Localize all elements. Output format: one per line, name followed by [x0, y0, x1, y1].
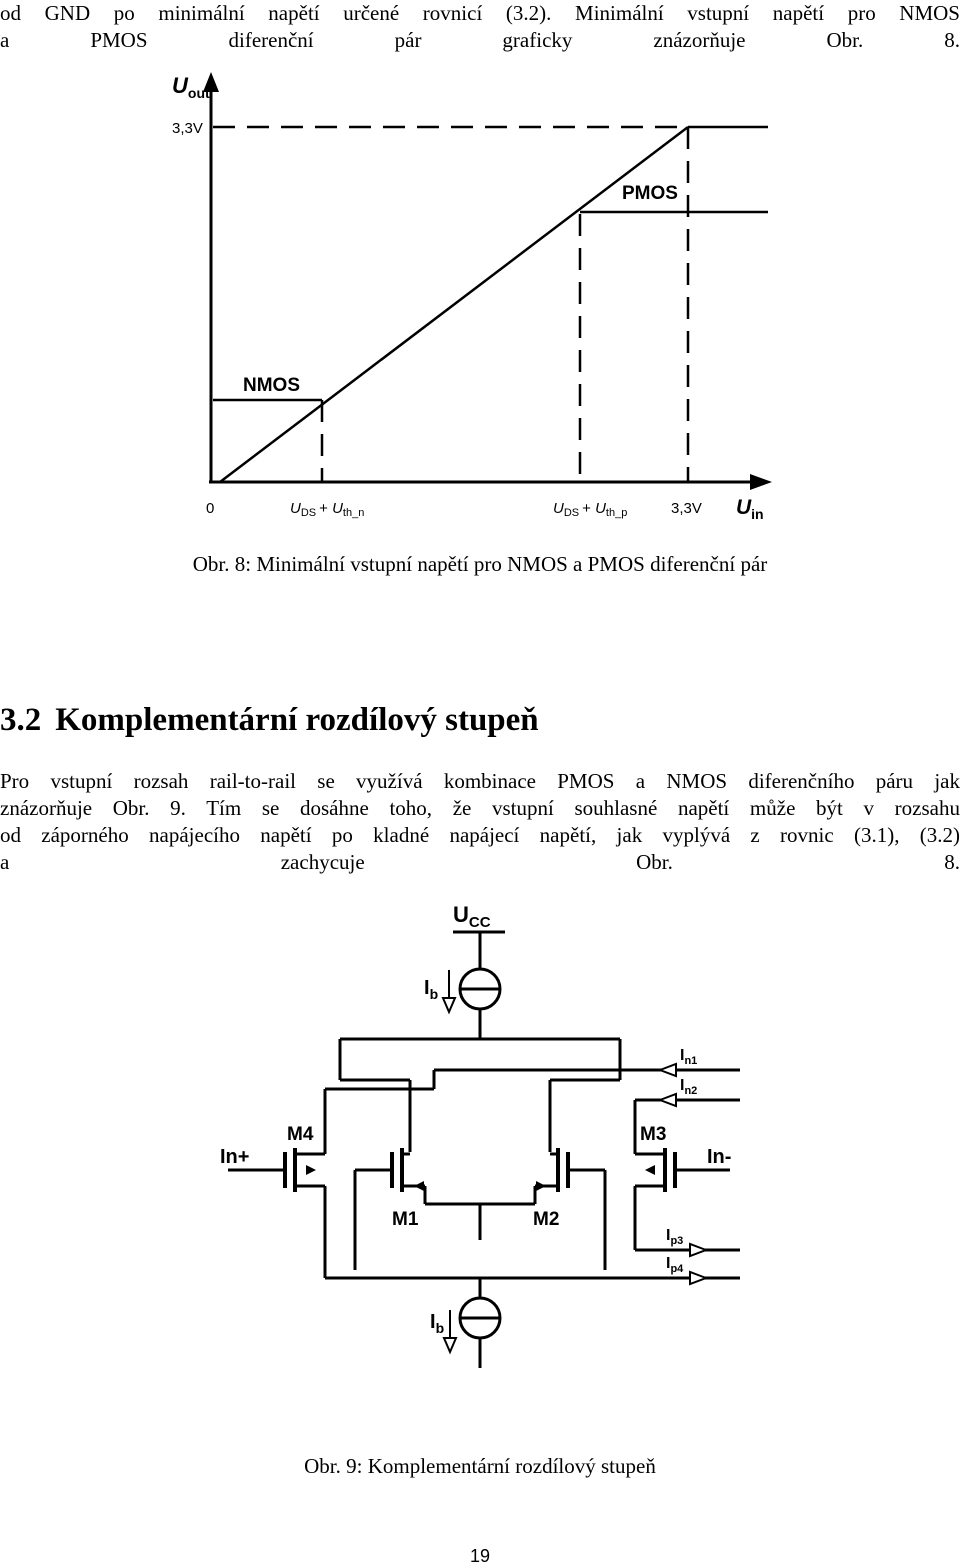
in1-label: In1: [680, 1047, 697, 1067]
intro-paragraph: od GND po minimální napětí určené rovnic…: [0, 0, 960, 54]
in-plus-label: In+: [220, 1146, 249, 1168]
ib-bottom-arrow: [442, 1337, 458, 1355]
in2-arrow: [657, 1092, 677, 1108]
in1-arrow: [657, 1062, 677, 1078]
section-heading: 3.2 Komplementární rozdílový stupeň: [0, 700, 539, 740]
figure-9-schematic: UCC Ib Ib In1 In2 Ip3 Ip4 M4 M3 M1 M2 In…: [220, 902, 740, 1368]
page-number: 19: [469, 1546, 491, 1566]
section-number: 3.2: [0, 702, 42, 738]
x-axis-arrow: [750, 474, 772, 490]
x-axis-label: Uin: [736, 496, 764, 522]
body-line-4: a zachycuje Obr. 8.: [0, 850, 960, 874]
m4-label: M4: [287, 1124, 314, 1145]
intro-line-1: od GND po minimální napětí určené rovnic…: [0, 1, 960, 25]
intro-line-2: a PMOS diferenční pár graficky znázorňuj…: [0, 28, 960, 52]
ib-top-arrow: [441, 997, 457, 1015]
ib-bottom-label: Ib: [430, 1311, 444, 1336]
x-tick-nmos: UDS+ Uth_n: [290, 500, 364, 519]
section-title: Komplementární rozdílový stupeň: [55, 702, 539, 738]
ip3-arrow: [689, 1242, 709, 1258]
figure-9-caption: Obr. 9: Komplementární rozdílový stupeň: [304, 1454, 656, 1478]
y-tick-3v3: 3,3V: [172, 120, 203, 137]
transfer-curve: [219, 126, 689, 483]
x-tick-zero: 0: [206, 500, 214, 517]
body-paragraph: Pro vstupní rozsah rail-to-rail se využí…: [0, 768, 960, 876]
body-line-1: Pro vstupní rozsah rail-to-rail se využí…: [0, 769, 960, 793]
ip4-arrow: [689, 1270, 709, 1286]
m2-label: M2: [533, 1209, 559, 1230]
m1-label: M1: [392, 1209, 419, 1230]
ip4-label: Ip4: [666, 1255, 684, 1275]
x-tick-pmos: UDS+ Uth_p: [553, 500, 627, 519]
y-axis-arrow: [203, 72, 219, 92]
figure-8-plot: Uout 3,3V NMOS PMOS 0 UDS+ Uth_n UDS+ Ut…: [172, 72, 772, 522]
nmos-label: NMOS: [243, 375, 300, 396]
m3-label: M3: [640, 1124, 666, 1145]
in2-label: In2: [680, 1077, 697, 1097]
in-minus-label: In-: [707, 1146, 731, 1168]
ip3-label: Ip3: [666, 1227, 683, 1247]
y-axis-label: Uout: [172, 73, 210, 101]
x-tick-3v3: 3,3V: [671, 500, 702, 517]
pmos-label: PMOS: [622, 183, 678, 204]
figure-8-caption: Obr. 8: Minimální vstupní napětí pro NMO…: [192, 552, 768, 576]
body-line-3: od záporného napájecího napětí po kladné…: [0, 823, 960, 847]
ib-top-label: Ib: [424, 977, 438, 1002]
ucc-label: UCC: [453, 902, 491, 931]
body-line-2: znázorňuje Obr. 9. Tím se dosáhne toho, …: [0, 796, 960, 820]
